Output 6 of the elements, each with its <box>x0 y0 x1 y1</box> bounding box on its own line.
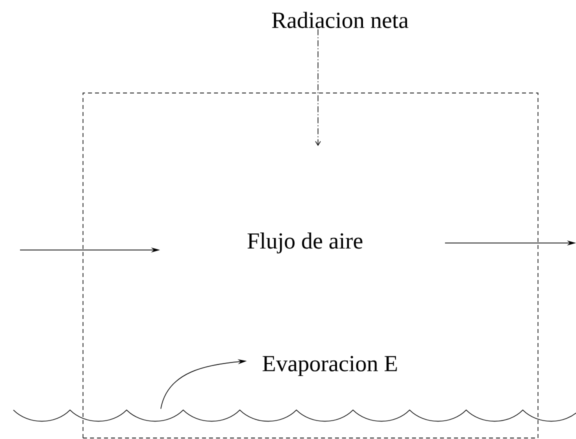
water-surface-drawing <box>13 410 576 422</box>
evaporation-label: Evaporacion E <box>262 356 397 376</box>
arrow <box>315 28 321 146</box>
control-volume-box <box>82 92 538 438</box>
radiation-label: Radiacion neta <box>272 12 408 28</box>
airflow-label: Flujo de aire <box>248 232 362 254</box>
